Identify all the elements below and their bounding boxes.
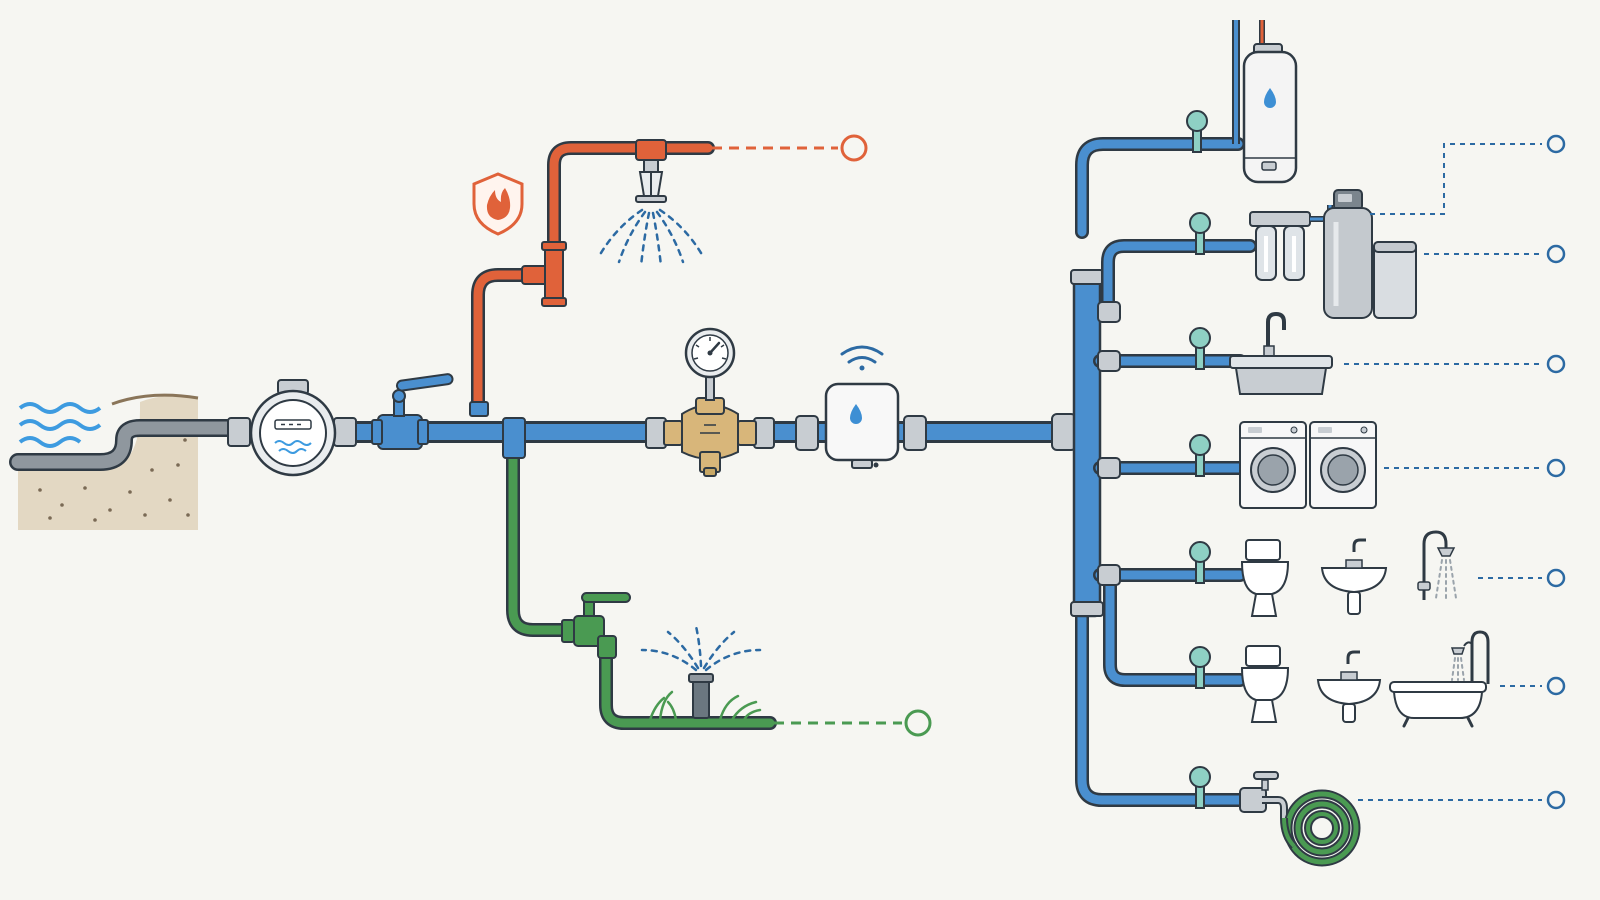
- isolation-valve-heater: [1186, 110, 1208, 153]
- irrigation-tee-fitting: [502, 417, 526, 459]
- isolation-valve-bath-1: [1189, 541, 1211, 584]
- irrigation-pipe-fill: [508, 445, 583, 635]
- isolation-valve-treatment: [1189, 212, 1211, 255]
- fire-callout-marker[interactable]: [840, 134, 868, 162]
- irrigation-lateral-fill: [601, 645, 775, 728]
- callout-marker-laundry: [1546, 458, 1566, 478]
- callout-marker-bathroom-1: [1546, 568, 1566, 588]
- kitchen-sink-icon: [1229, 311, 1333, 395]
- fire-shield-icon: [472, 172, 524, 236]
- main-shutoff-valve-icon[interactable]: [371, 373, 454, 450]
- garden-hose-icon: [1280, 789, 1361, 867]
- service-pipe-fill: [11, 421, 242, 469]
- callout-lines: [1344, 143, 1542, 801]
- callout-marker-treatment: [1546, 244, 1566, 264]
- manifold-cap-bottom: [1070, 601, 1104, 617]
- water-meter-icon: [227, 379, 357, 477]
- fire-sprinkler-icon: [596, 139, 706, 268]
- irrigation-valve-icon[interactable]: [561, 592, 631, 659]
- fire-valve-icon[interactable]: [521, 241, 567, 307]
- bathtub-icon: [1389, 630, 1490, 728]
- fire-tee-fitting: [469, 401, 489, 417]
- callout-marker-water-heater: [1546, 134, 1566, 154]
- smart-leak-detector-icon[interactable]: [795, 382, 927, 469]
- shower-icon: [1417, 530, 1457, 600]
- fire-line-pipe: [471, 268, 537, 417]
- water-source-icon: [18, 402, 102, 448]
- callout-markers[interactable]: [1546, 134, 1566, 810]
- manifold-cap-top: [1070, 269, 1104, 285]
- isolation-valve-laundry: [1189, 434, 1211, 477]
- pressure-gauge-icon: [684, 327, 736, 379]
- isolation-valve-kitchen: [1189, 327, 1211, 370]
- lawn-sprinkler-icon: [640, 624, 762, 722]
- manifold-outlets: [1097, 301, 1121, 586]
- manifold-upper-pipe-fill: [1077, 139, 1243, 237]
- irrigation-lateral: [599, 643, 777, 730]
- wifi-icon: [840, 345, 884, 371]
- irrigation-callout-marker[interactable]: [904, 709, 932, 737]
- toilet-icon: [1240, 645, 1290, 723]
- isolation-valves[interactable]: [1186, 110, 1211, 809]
- manifold-upper-pipe: [1075, 137, 1245, 239]
- water-softener-icon: [1323, 189, 1417, 319]
- fire-line-riser-fill: [549, 143, 713, 255]
- water-filter-icon: [1249, 205, 1333, 281]
- bathroom-sink-icon: [1320, 538, 1388, 615]
- manifold-body: [1072, 274, 1102, 618]
- pressure-reducing-valve-icon[interactable]: [645, 371, 775, 477]
- toilet-icon: [1240, 539, 1290, 617]
- callout-marker-bathroom-2: [1546, 676, 1566, 696]
- callout-marker-outdoor: [1546, 790, 1566, 810]
- fire-line-pipe-fill: [473, 270, 535, 415]
- water-heater-icon: [1232, 20, 1298, 184]
- outdoor-faucet-icon[interactable]: [1239, 771, 1288, 818]
- manifold-fitting: [1051, 413, 1077, 451]
- irrigation-pipe: [506, 443, 585, 637]
- callout-marker-kitchen: [1546, 354, 1566, 374]
- isolation-valve-outdoor: [1189, 766, 1211, 809]
- manifold-lower-pipe-fill: [1077, 607, 1245, 805]
- washing-machine-icon: [1239, 421, 1377, 509]
- bathroom-sink-icon: [1316, 650, 1382, 723]
- isolation-valve-bath-2: [1189, 646, 1211, 689]
- branch-pipes: [1093, 239, 1257, 687]
